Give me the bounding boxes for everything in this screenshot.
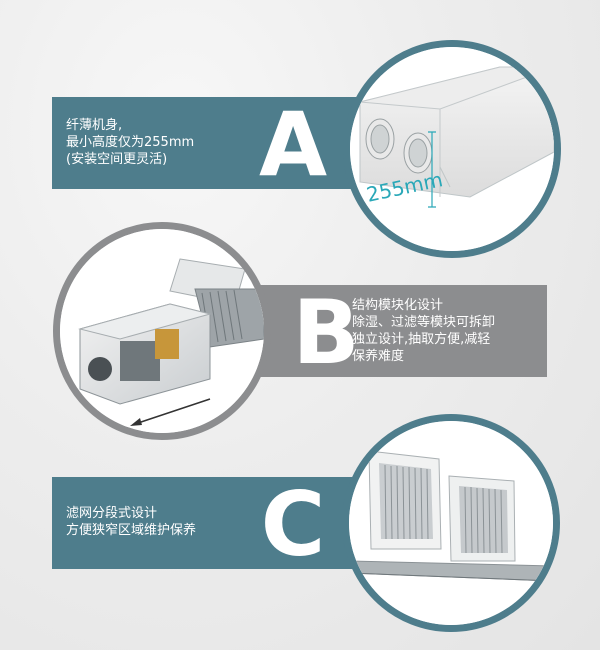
section-c-letter: C — [260, 473, 326, 576]
section-b-text: 结构模块化设计 除湿、过滤等模块可拆卸 独立设计,抽取方便,减轻 保养难度 — [352, 297, 495, 365]
section-b-line-1: 结构模块化设计 — [352, 298, 444, 313]
section-a-image: 255mm — [343, 40, 561, 258]
section-a-band: 纤薄机身, 最小高度仅为255mm (安装空间更灵活) A — [52, 97, 374, 189]
section-a-line-1: 纤薄机身, — [66, 118, 123, 133]
section-a-text: 纤薄机身, 最小高度仅为255mm (安装空间更灵活) — [66, 117, 194, 168]
section-b-letter: B — [292, 281, 360, 384]
section-b-image — [53, 222, 271, 440]
section-a-letter: A — [258, 93, 328, 196]
section-b-band: B 结构模块化设计 除湿、过滤等模块可拆卸 独立设计,抽取方便,减轻 保养难度 — [247, 285, 547, 377]
duct-unit-slim-illustration — [350, 47, 554, 251]
section-b-line-4: 保养难度 — [352, 349, 405, 364]
modular-unit-illustration — [60, 229, 264, 433]
section-c-line-2: 方便狭窄区域维护保养 — [66, 523, 197, 538]
section-b-line-2: 除湿、过滤等模块可拆卸 — [352, 315, 496, 330]
section-a-line-2: 最小高度仅为255mm — [66, 135, 195, 150]
section-b-line-3: 独立设计,抽取方便,减轻 — [352, 332, 491, 347]
segmented-filter-illustration — [349, 421, 553, 625]
section-c-line-1: 滤网分段式设计 — [66, 506, 158, 521]
section-c-image — [342, 414, 560, 632]
section-c-band: 滤网分段式设计 方便狭窄区域维护保养 C — [52, 477, 374, 569]
section-a-line-3: (安装空间更灵活) — [66, 152, 168, 167]
section-c-text: 滤网分段式设计 方便狭窄区域维护保养 — [66, 505, 196, 539]
